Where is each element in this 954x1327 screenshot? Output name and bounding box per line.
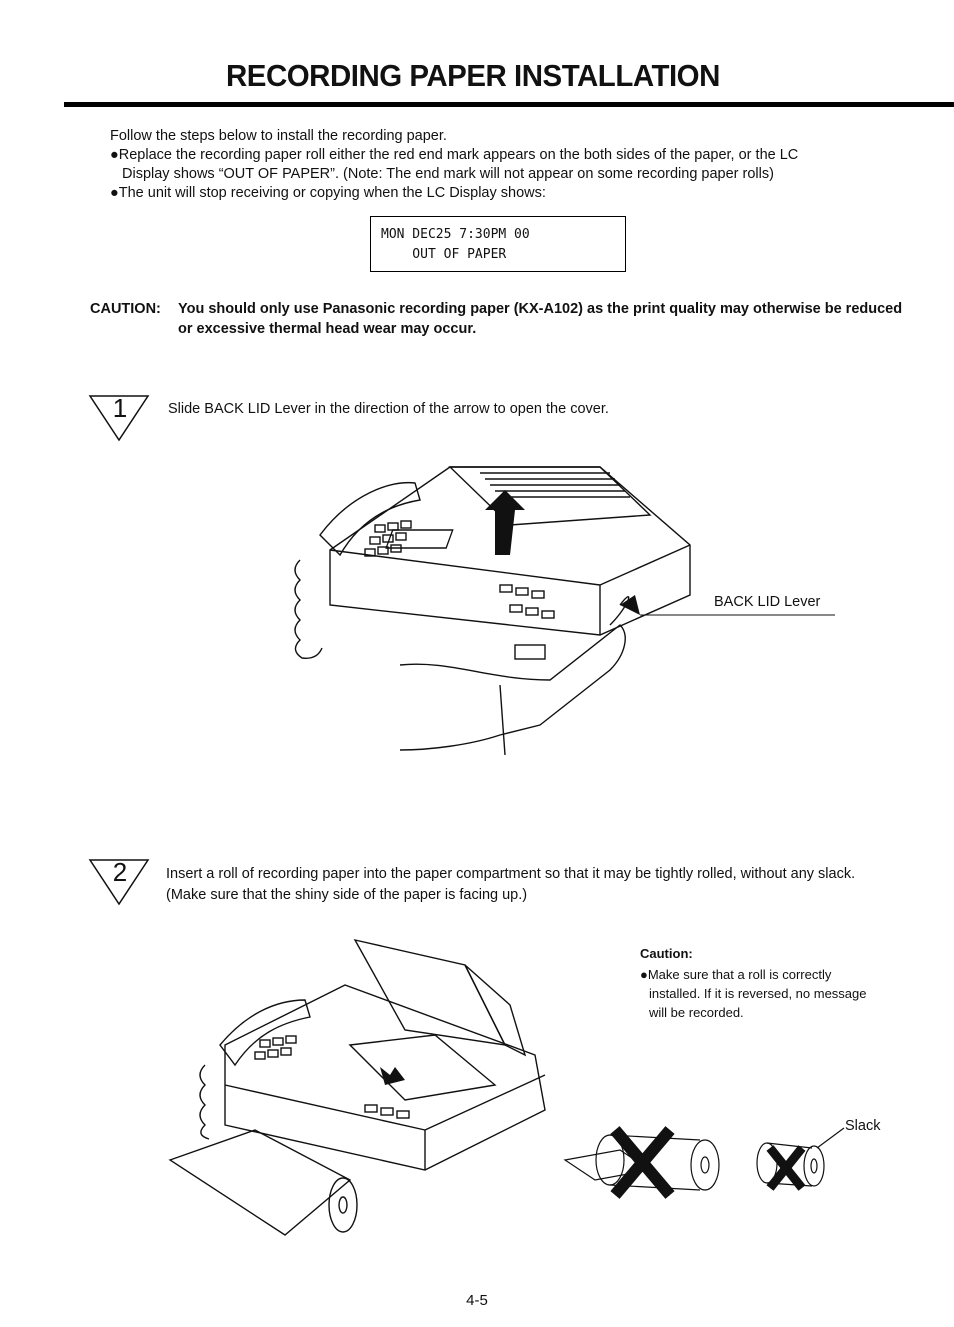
page-number: 4-5 xyxy=(466,1292,488,1309)
step2-text-line1: Insert a roll of recording paper into th… xyxy=(166,866,856,882)
step-number: 1 xyxy=(112,393,128,423)
page-title: RECORDING PAPER INSTALLATION xyxy=(226,58,720,93)
reversed-roll-illustration xyxy=(563,1126,720,1199)
intro-bullet: ●Replace the recording paper roll either… xyxy=(110,147,799,163)
title-rule xyxy=(64,102,954,107)
slack-roll-illustration xyxy=(756,1127,845,1191)
roll-caution-line: installed. If it is reversed, no message xyxy=(649,986,867,1001)
lcd-line: OUT OF PAPER xyxy=(381,247,507,262)
lcd-line: MON DEC25 7:30PM 00 xyxy=(381,227,530,242)
roll-caution-line: will be recorded. xyxy=(649,1005,744,1020)
roll-caution-heading: Caution: xyxy=(640,946,693,961)
callout-line xyxy=(640,614,835,616)
x-mark-icon xyxy=(766,1145,806,1191)
fax-open-illustration xyxy=(168,938,546,1236)
intro-text: Follow the steps below to install the re… xyxy=(110,127,798,203)
intro-line: Follow the steps below to install the re… xyxy=(110,128,447,144)
slack-label: Slack xyxy=(845,1118,881,1134)
step-number: 2 xyxy=(112,857,128,887)
intro-bullet: ●The unit will stop receiving or copying… xyxy=(110,185,546,201)
step2-text-line2: (Make sure that the shiny side of the pa… xyxy=(166,887,528,903)
x-mark-icon xyxy=(610,1126,675,1199)
step1-text: Slide BACK LID Lever in the direction of… xyxy=(168,401,609,417)
caution-label: CAUTION: xyxy=(90,301,161,317)
roll-caution-line: ●Make sure that a roll is correctly xyxy=(640,967,832,982)
caution-text: You should only use Panasonic recording … xyxy=(178,301,903,337)
triangle-step-icon xyxy=(88,859,150,906)
back-lid-lever-label: BACK LID Lever xyxy=(714,594,821,610)
lcd-display: MON DEC25 7:30PM 00 OUT OF PAPER xyxy=(370,216,626,272)
fax-machine-illustration xyxy=(294,466,691,756)
roll-caution: Caution: ●Make sure that a roll is corre… xyxy=(640,944,900,1022)
triangle-step-icon xyxy=(88,395,150,442)
intro-bullet-cont: Display shows “OUT OF PAPER”. (Note: The… xyxy=(122,166,774,182)
